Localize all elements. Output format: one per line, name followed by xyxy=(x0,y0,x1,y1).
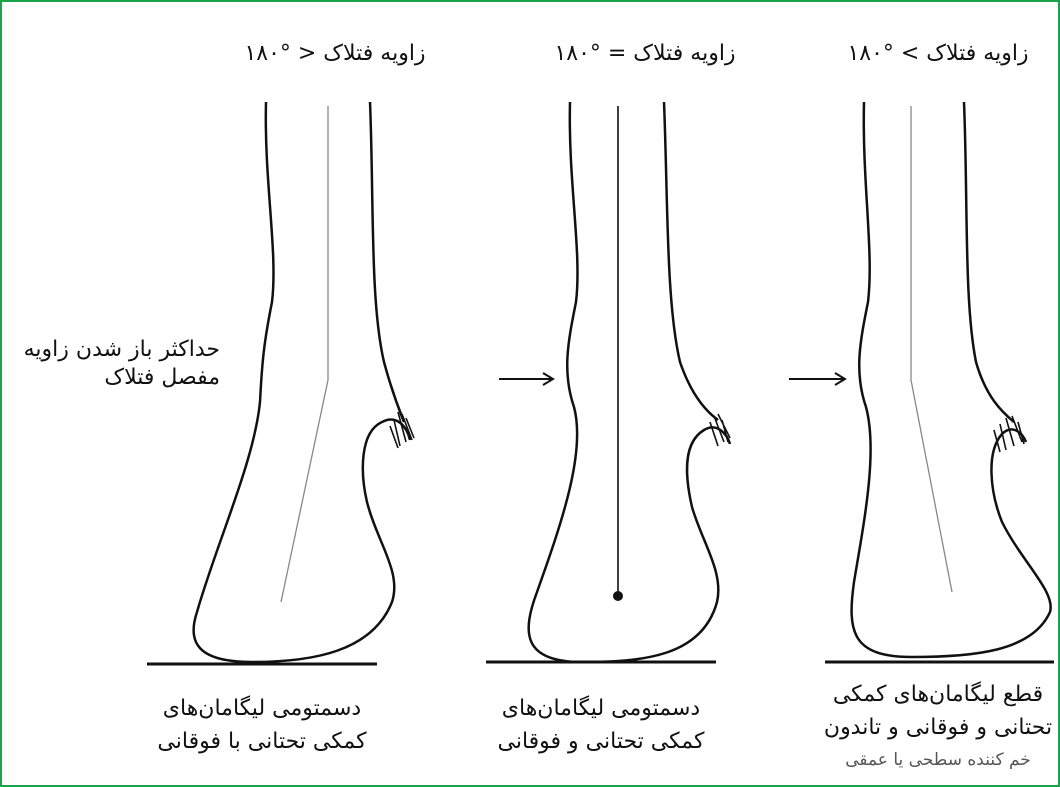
panel-3-leg-outline xyxy=(852,102,1051,657)
panel-3-leg-back xyxy=(964,102,1014,422)
panel-3-axis-lower xyxy=(911,380,952,592)
panel-2-caption-line-1: دسمتومی لیگامان‌های xyxy=(488,692,714,725)
panel-2-leg-outline xyxy=(529,102,730,662)
panel-3-heading: زاویه فتلاک > °۱۸۰ xyxy=(824,40,1052,68)
panel-1-leg-outline xyxy=(194,102,410,662)
panel-1-leg-back xyxy=(370,102,404,422)
panel-2-caption-line-2: کمکی تحتانی و فوقانی xyxy=(488,725,714,758)
panel-2-drawing xyxy=(486,102,730,662)
panel-3-fetlock-hair xyxy=(994,416,1024,452)
panel-2-arrow xyxy=(499,373,553,385)
panel-2-fetlock-hair xyxy=(710,414,730,446)
panel-3-caption-line-2: تحتانی و فوقانی و تاندون xyxy=(822,711,1054,744)
panel-1-caption-line-2: کمکی تحتانی با فوقانی xyxy=(142,725,382,758)
panel-1-axis-lower xyxy=(281,380,328,602)
panel-3-caption-line-1: قطع لیگامان‌های کمکی xyxy=(822,678,1054,711)
panel-1-heading: زاویه فتلاک < °۱۸۰ xyxy=(220,40,450,68)
panel-3-drawing xyxy=(789,102,1054,662)
side-label-line-1: حداکثر باز شدن زاویه xyxy=(10,336,220,364)
panel-2-leg-back xyxy=(664,102,718,420)
panel-1-caption-line-1: دسمتومی لیگامان‌های xyxy=(142,692,382,725)
panel-2-axis-dot xyxy=(613,591,623,601)
side-label: حداکثر باز شدن زاویه مفصل فتلاک xyxy=(10,336,220,392)
panel-3-caption-note: خم کننده سطحی یا عمقی xyxy=(822,744,1054,777)
panel-2-heading: زاویه فتلاک = °۱۸۰ xyxy=(530,40,760,68)
panel-1-caption: دسمتومی لیگامان‌های کمکی تحتانی با فوقان… xyxy=(142,692,382,758)
panel-2-caption: دسمتومی لیگامان‌های کمکی تحتانی و فوقانی xyxy=(488,692,714,758)
panel-3-caption: قطع لیگامان‌های کمکی تحتانی و فوقانی و ت… xyxy=(822,678,1054,777)
panel-3-arrow xyxy=(789,373,845,385)
side-label-line-2: مفصل فتلاک xyxy=(10,364,220,392)
